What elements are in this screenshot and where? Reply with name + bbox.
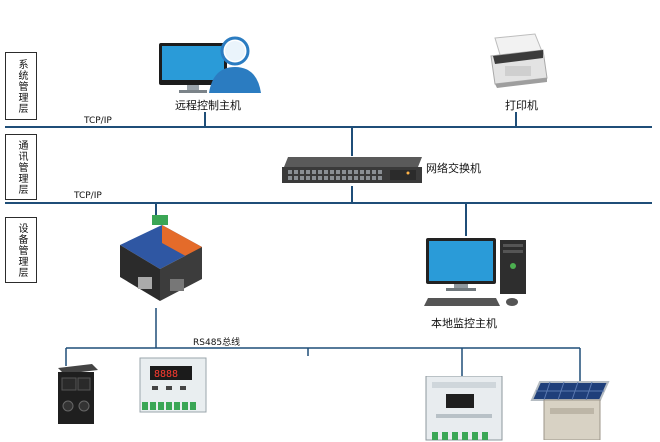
local-host-label: 本地监控主机 bbox=[431, 317, 497, 330]
bus-label-field: RS485总线 bbox=[193, 338, 241, 348]
bus-label-top: TCP/IP bbox=[84, 116, 112, 126]
control-panel-icon bbox=[425, 376, 503, 441]
layer-label-system: 系统管理层 bbox=[16, 58, 27, 114]
printer-icon bbox=[490, 33, 548, 88]
serial-converter-icon bbox=[120, 215, 202, 301]
layer-label-device: 设备管理层 bbox=[16, 222, 27, 278]
svg-text:8888: 8888 bbox=[154, 369, 178, 380]
bus-label-middle: TCP/IP bbox=[74, 191, 102, 201]
layer-label-communication: 通讯管理层 bbox=[16, 139, 27, 195]
network-switch-label: 网络交换机 bbox=[426, 162, 481, 175]
local-host-icon bbox=[424, 238, 526, 306]
printer-label: 打印机 bbox=[505, 99, 538, 112]
remote-host-icon bbox=[159, 36, 261, 93]
display-module-icon: 8888 bbox=[139, 357, 207, 413]
layer-box-device: 设备管理层 bbox=[5, 217, 37, 283]
layer-box-system: 系统管理层 bbox=[5, 52, 37, 120]
network-switch-icon bbox=[282, 157, 422, 183]
field-meter-icon bbox=[58, 364, 98, 424]
solar-unit-icon bbox=[530, 381, 610, 440]
layer-box-communication: 通讯管理层 bbox=[5, 134, 37, 200]
remote-host-label: 远程控制主机 bbox=[175, 99, 241, 112]
